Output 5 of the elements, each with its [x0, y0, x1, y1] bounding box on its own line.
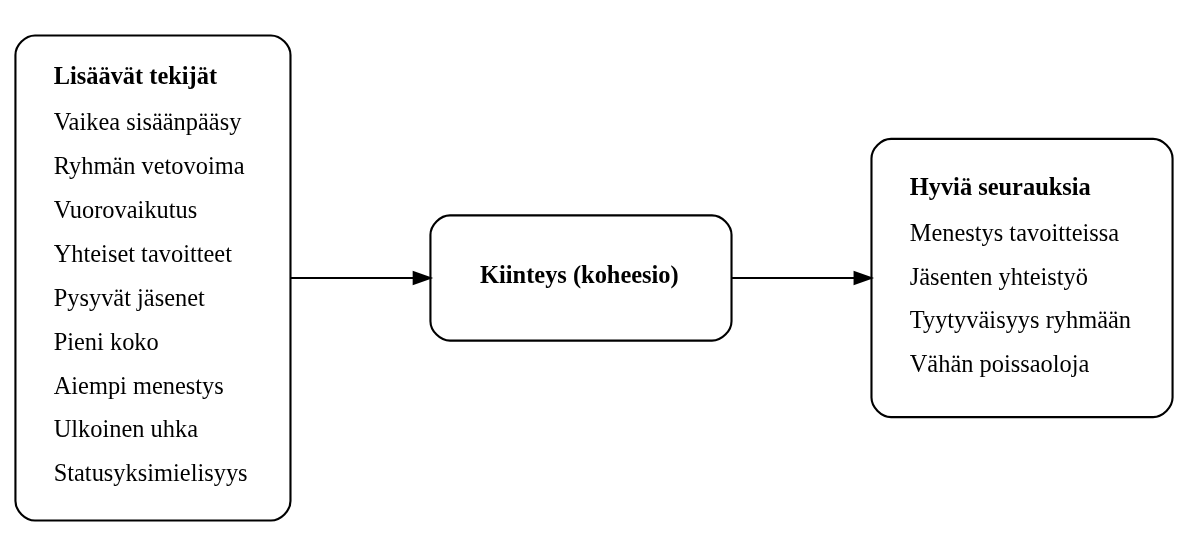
node-box: Lisäävät tekijät Vaikea sisäänpääsy Ryhmän vetovoima Vuorovaikutus Yhteiset tavoitteet Pysyvät jäsenet Pieni koko Aiempi menestys Ulkoinen uhka Statusyksimielisyys — [14, 34, 292, 522]
arrow — [290, 270, 434, 286]
node-box: Kiinteys (koheesio) — [429, 214, 733, 342]
node-box: Hyviä seurauksia Menestys tavoitteissa Jäsenten yhteistyö Tyytyväisyys ryhmään Vähän poissaoloja — [870, 137, 1174, 419]
arrow — [732, 270, 875, 286]
